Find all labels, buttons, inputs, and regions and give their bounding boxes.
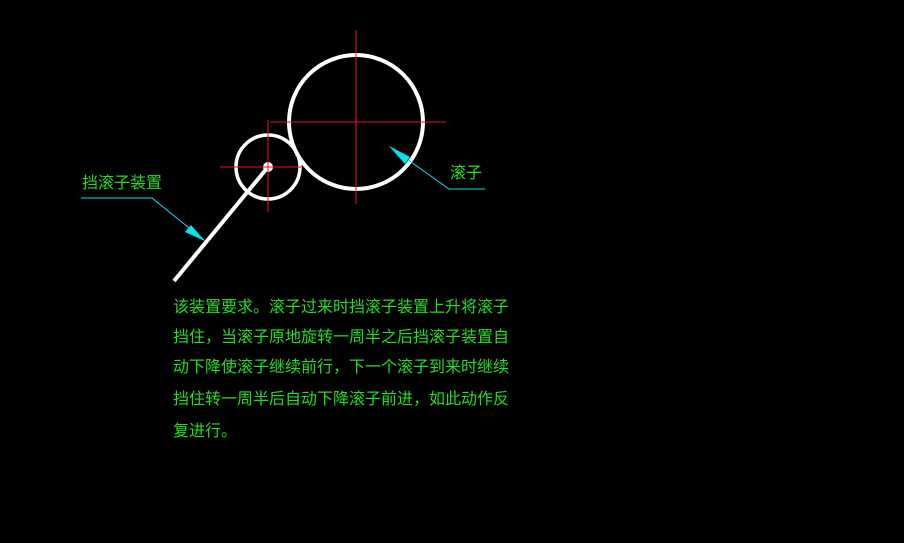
note-line-1: 该装置要求。滚子过来时挡滚子装置上升将滚子 bbox=[173, 297, 510, 316]
stopper-arm bbox=[172, 165, 270, 283]
roller-leader-line bbox=[389, 146, 485, 190]
note-line-2: 挡住，当滚子原地旋转一周半之后挡滚子装置自 bbox=[173, 327, 510, 346]
stopper-leader-arrow bbox=[185, 225, 205, 241]
stopper-leader-line bbox=[81, 197, 205, 241]
roller-leader-arrow bbox=[389, 146, 410, 164]
leader-layer bbox=[81, 146, 485, 241]
note-line-5: 复进行。 bbox=[173, 421, 238, 440]
roller-label: 滚子 bbox=[450, 163, 483, 182]
note-line-3: 动下降使滚子继续前行，下一个滚子到来时继续 bbox=[173, 357, 510, 376]
note-line-4: 挡住转一周半后自动下降滚子前进，如此动作反 bbox=[173, 389, 510, 408]
centerline-layer bbox=[220, 30, 446, 212]
stopper-label: 挡滚子装置 bbox=[82, 173, 163, 192]
geometry-layer bbox=[172, 53, 425, 283]
